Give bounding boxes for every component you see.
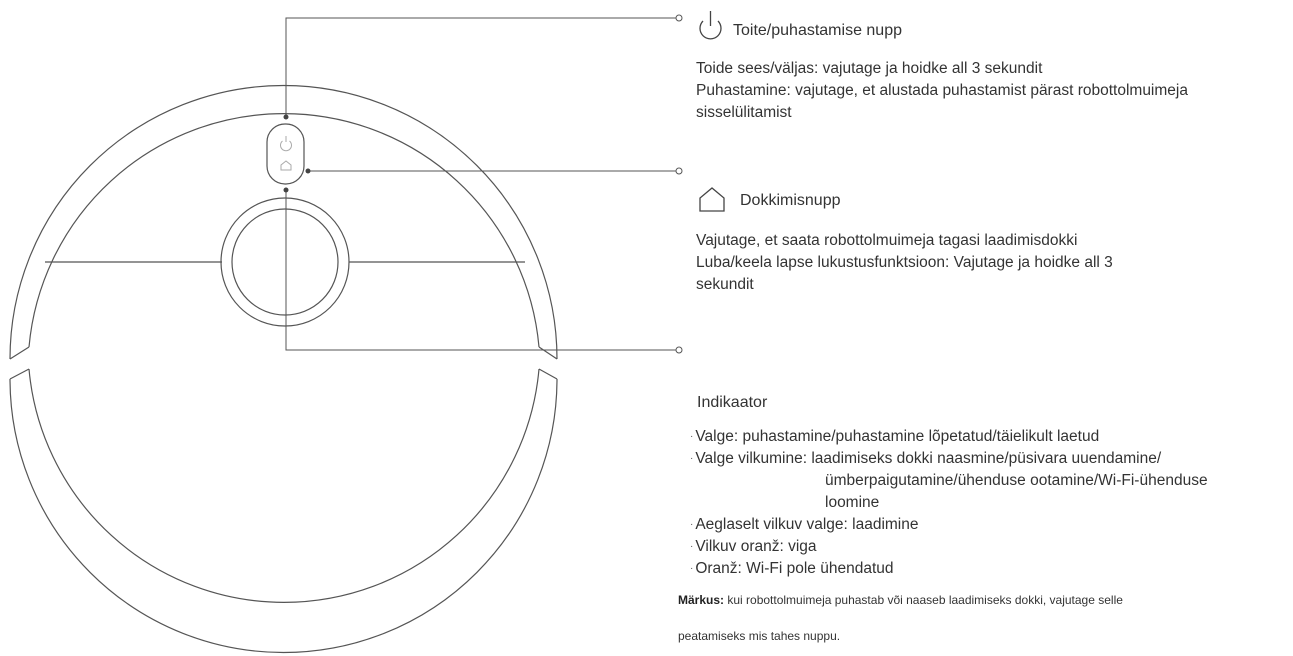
indicator-callout-line [285,191,676,351]
power-button-icon-small[interactable] [280,136,292,152]
note-line-1: Märkus: kui robottolmuimeja puhastab või… [678,593,1123,607]
left-bumper-notch [9,346,30,380]
right-bumper-notch [538,346,558,380]
indicator-item: ·Valge vilkumine: laadimiseks dokki naas… [690,450,1162,467]
indicator-title: Indikaator [697,394,768,411]
robot-inner-body-upper [28,113,540,348]
robot-inner-body-lower [28,368,540,603]
indicator-item-continuation: ümberpaigutamine/ühenduse ootamine/Wi-Fi… [825,472,1208,489]
callout-points [283,14,683,354]
dock-callout-dot [305,168,311,174]
indicator-callout-end [675,346,683,354]
power-description-line-2: Puhastamine: vajutage, et alustada puhas… [696,82,1188,99]
robot-outer-rim-upper [9,84,558,360]
indicator-item: ·Valge: puhastamine/puhastamine lõpetatu… [690,428,1100,445]
robot-body [9,84,558,654]
button-panel [266,123,305,185]
power-icon [699,11,722,40]
dock-description-line-1: Vajutage, et saata robottolmuimeja tagas… [696,232,1078,249]
dock-description-line-3: sekundit [696,276,754,293]
power-callout-line [285,17,676,117]
power-callout-end [675,14,683,22]
lds-sensor-inner [231,208,339,316]
indicator-callout-dot [283,187,289,193]
home-button-icon-small[interactable] [280,160,292,171]
dock-callout-end [675,167,683,175]
robot-outer-rim-lower [9,378,558,654]
power-description-line-1: Toide sees/väljas: vajutage ja hoidke al… [696,60,1043,77]
indicator-item: ·Oranž: Wi-Fi pole ühendatud [690,560,894,577]
lds-sensor-outer [220,197,350,327]
dock-button-title: Dokkimisnupp [740,192,841,209]
dock-description-line-2: Luba/keela lapse lukustusfunktsioon: Vaj… [696,254,1113,271]
power-button-title: Toite/puhastamise nupp [733,22,902,39]
callout-lines [285,17,676,351]
home-icon [699,187,725,212]
indicator-item-continuation: loomine [825,494,880,511]
power-callout-dot [283,114,289,120]
indicator-item: ·Vilkuv oranž: viga [690,538,817,555]
indicator-item: ·Aeglaselt vilkuv valge: laadimine [690,516,919,533]
note-label: Märkus: [678,593,725,607]
power-description-line-3: sisselülitamist [696,104,792,121]
note-line-2: peatamiseks mis tahes nuppu. [678,629,841,643]
